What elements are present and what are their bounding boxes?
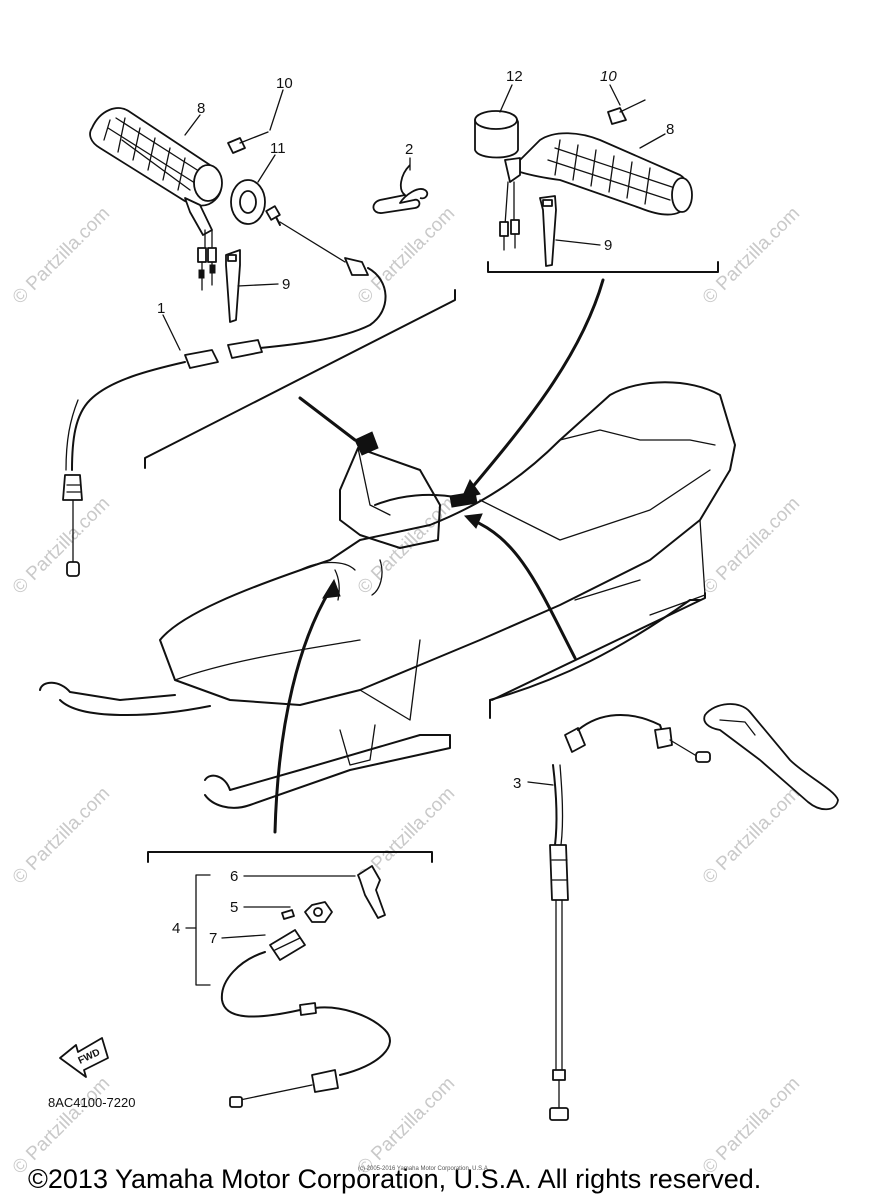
cable-tie-9-right [539,195,557,267]
callout-9-right: 9 [604,237,612,254]
callout-7: 7 [209,930,217,947]
watermark: © Partzilla.com [9,783,114,888]
watermark: © Partzilla.com [9,1073,114,1178]
callout-4: 4 [172,920,180,937]
bolt-10-left [227,137,246,154]
brake-cable-3 [549,703,839,1121]
callout-6: 6 [230,868,238,885]
callout-3: 3 [513,775,521,792]
choke-knob-7 [269,929,306,961]
cable-tie-9-left [225,249,241,323]
watermark: © Partzilla.com [354,203,459,308]
brake-lever [703,703,839,811]
hook-2 [372,164,429,214]
callout-10-right: 10 [600,68,617,85]
callouts: 10 8 11 2 9 1 12 10 8 9 3 6 5 4 7 [157,68,674,947]
callout-8-right: 8 [666,121,674,138]
watermark: © Partzilla.com [699,493,804,598]
watermark: © Partzilla.com [354,1073,459,1178]
callout-8-left: 8 [197,100,205,117]
watermark: © Partzilla.com [699,203,804,308]
fwd-arrow: FWD [59,1037,109,1078]
copyright-notice: ©2013 Yamaha Motor Corporation, U.S.A. A… [28,1164,761,1194]
watermark-layer: © Partzilla.com © Partzilla.com © Partzi… [9,203,804,1178]
callout-1: 1 [157,300,165,317]
watermark: © Partzilla.com [9,493,114,598]
left-grip-assembly [89,107,269,323]
throttle-cable-1 [62,205,387,577]
snowmobile-illustration [39,278,736,834]
callout-9-left: 9 [282,276,290,293]
leader-lines [162,84,666,786]
watermark: © Partzilla.com [9,203,114,308]
diagram-part-number: 8AC4100-7220 [48,1095,135,1110]
group-brackets [144,261,719,863]
watermark: © Partzilla.com [699,1073,804,1178]
callout-11: 11 [270,140,286,157]
choke-assembly [185,865,391,1108]
callout-10-left: 10 [276,75,293,92]
choke-lever-6 [357,865,386,919]
callout-2: 2 [405,141,413,158]
callout-12: 12 [506,68,523,85]
watermark: © Partzilla.com [699,783,804,888]
callout-5: 5 [230,899,238,916]
small-notice: (c) 2005-2016 Yamaha Motor Corporation, … [358,1166,490,1172]
left-grip [89,107,223,207]
right-grip-assembly [474,99,693,267]
